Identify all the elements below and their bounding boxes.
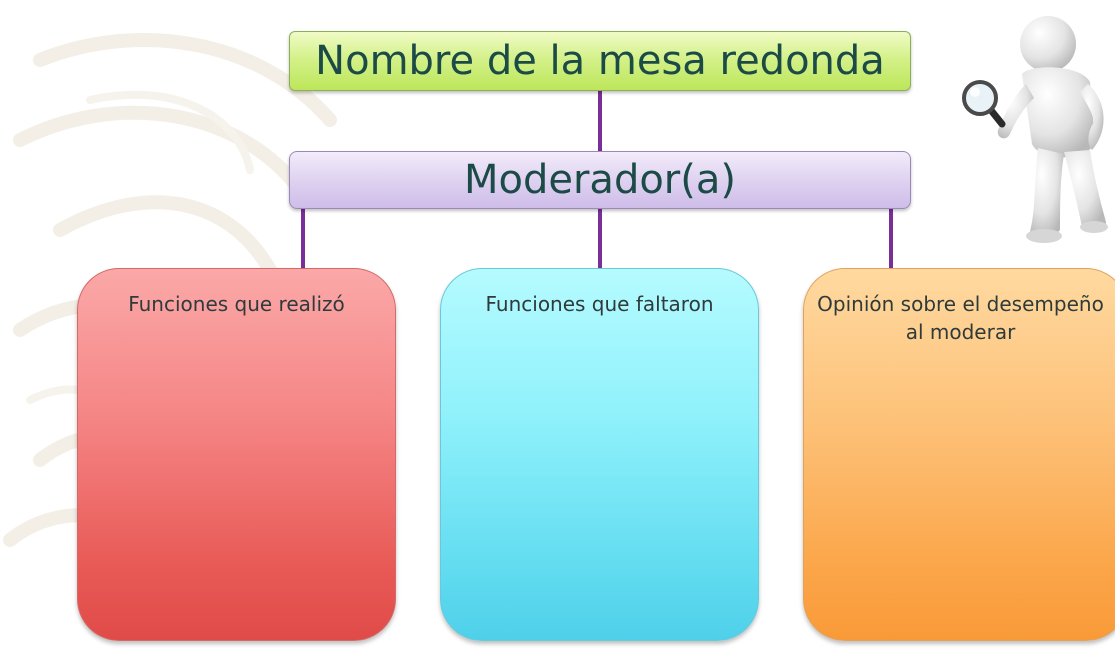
moderator-box: Moderador(a) (289, 151, 911, 209)
moderator-label: Moderador(a) (464, 157, 736, 203)
card-functions-missing: Funciones que faltaron (440, 268, 759, 641)
roundtable-title-box: Nombre de la mesa redonda (289, 31, 911, 91)
card-functions-performed-label: Funciones que realizó (128, 292, 345, 316)
card-moderation-opinion-label: Opinión sobre el desempeño al moderar (817, 292, 1104, 344)
roundtable-title: Nombre de la mesa redonda (315, 38, 885, 84)
connector-title-moderator (598, 91, 602, 151)
magnifier-person-icon (962, 16, 1108, 243)
card-functions-missing-label: Funciones que faltaron (485, 292, 714, 316)
card-functions-performed: Funciones que realizó (77, 268, 396, 641)
connector-moderator-center (598, 209, 602, 269)
card-moderation-opinion: Opinión sobre el desempeño al moderar (803, 268, 1115, 641)
connector-moderator-right (889, 209, 893, 269)
connector-moderator-left (301, 209, 305, 269)
